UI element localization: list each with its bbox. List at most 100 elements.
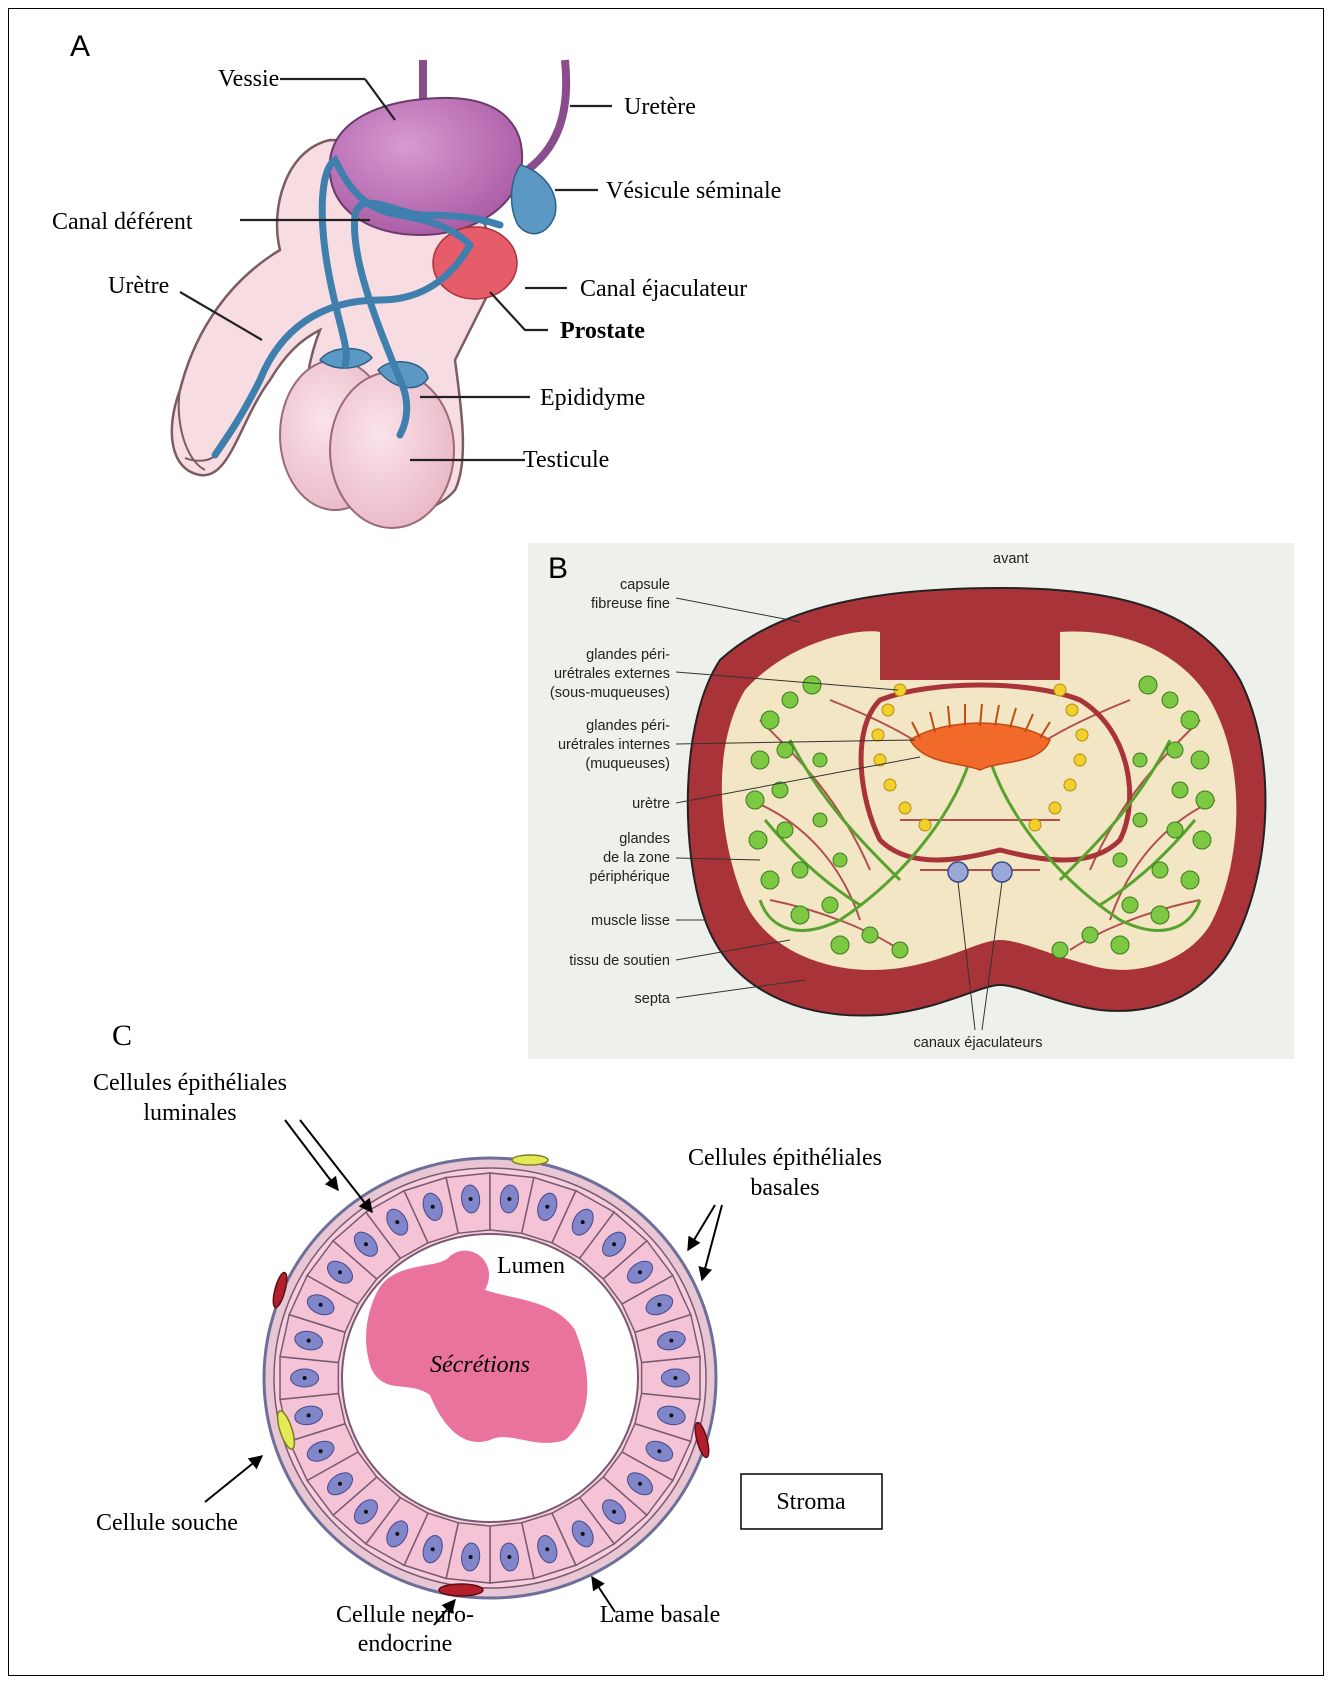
arrow-stem-cell — [205, 1456, 262, 1502]
leader-prostate — [490, 292, 548, 330]
nucleolus — [469, 1555, 473, 1559]
nucleolus — [545, 1205, 549, 1209]
nucleolus — [612, 1242, 616, 1246]
acinus — [749, 831, 767, 849]
label-avant: avant — [993, 551, 1028, 567]
label-lame-basale: Lame basale — [600, 1602, 721, 1628]
nucleolus — [303, 1376, 307, 1380]
nucleolus — [545, 1547, 549, 1551]
label-basal-1: Cellules épithéliales — [688, 1145, 882, 1171]
prostate-shape — [433, 227, 517, 299]
label-uretre: Urètre — [108, 273, 169, 299]
panel-a-male-anatomy: A — [52, 30, 781, 528]
acinus — [892, 942, 908, 958]
nucleolus — [364, 1510, 368, 1514]
arrow-basal-2 — [702, 1205, 722, 1280]
acinus — [833, 853, 847, 867]
acinus — [1151, 906, 1169, 924]
yellow-acinus — [882, 704, 894, 716]
yellow-acinus — [884, 779, 896, 791]
yellow-acinus — [1029, 819, 1041, 831]
label-ext-glands-3: (sous-muqueuses) — [550, 685, 670, 701]
yellow-acinus — [1064, 779, 1076, 791]
acinus — [1122, 897, 1138, 913]
nucleolus — [507, 1555, 511, 1559]
acinus — [1167, 822, 1183, 838]
yellow-acinus — [1076, 729, 1088, 741]
acinus — [1196, 791, 1214, 809]
acinus — [1139, 676, 1157, 694]
label-secretions: Sécrétions — [430, 1352, 530, 1378]
label-neuro-2: endocrine — [358, 1631, 453, 1657]
acinus — [1167, 742, 1183, 758]
label-testicule: Testicule — [523, 447, 609, 473]
label-basal-2: basales — [750, 1175, 819, 1201]
yellow-acinus — [919, 819, 931, 831]
nucleolus — [319, 1449, 323, 1453]
nucleolus — [319, 1303, 323, 1307]
yellow-acinus — [1074, 754, 1086, 766]
label-uretre-b: urètre — [632, 796, 670, 812]
nucleolus — [395, 1532, 399, 1536]
nucleolus — [469, 1197, 473, 1201]
nucleolus — [657, 1449, 661, 1453]
acinus — [1181, 871, 1199, 889]
panel-c-letter: C — [112, 1019, 132, 1052]
label-epididyme: Epididyme — [540, 385, 645, 411]
panel-a-letter: A — [70, 30, 90, 63]
acinus — [1111, 936, 1129, 954]
label-vessie: Vessie — [218, 66, 279, 92]
testis-right-shape — [330, 372, 454, 528]
label-muscle-lisse: muscle lisse — [591, 913, 670, 929]
acinus — [813, 813, 827, 827]
label-septa: septa — [635, 991, 671, 1007]
label-canal-deferent: Canal déférent — [52, 209, 193, 235]
nucleolus — [638, 1482, 642, 1486]
acinus — [822, 897, 838, 913]
acinus — [1162, 692, 1178, 708]
label-vesicule-seminale: Vésicule séminale — [606, 178, 781, 204]
label-luminal-1: Cellules épithéliales — [93, 1070, 287, 1096]
label-capsule-2: fibreuse fine — [591, 596, 670, 612]
acinus — [751, 751, 769, 769]
label-int-glands-3: (muqueuses) — [585, 756, 670, 772]
seminal-vesicle-shape — [512, 165, 556, 234]
acinus — [1133, 753, 1147, 767]
label-uretere: Uretère — [624, 94, 696, 120]
acinus — [777, 742, 793, 758]
acinus — [761, 711, 779, 729]
label-cellule-souche: Cellule souche — [96, 1510, 238, 1536]
nucleolus — [395, 1220, 399, 1224]
acinus — [813, 753, 827, 767]
label-capsule-1: capsule — [620, 577, 670, 593]
label-prostate: Prostate — [560, 318, 645, 344]
ejaculatory-duct-left — [948, 862, 968, 882]
arrow-luminal-1 — [285, 1120, 338, 1190]
nucleolus — [507, 1197, 511, 1201]
acinus — [862, 927, 878, 943]
acinus — [1181, 711, 1199, 729]
yellow-acinus — [899, 802, 911, 814]
label-luminal-2: luminales — [143, 1100, 236, 1126]
label-canaux-ejaculateurs: canaux éjaculateurs — [914, 1035, 1043, 1051]
label-ext-glands-2: urétrales externes — [554, 666, 670, 682]
acinus — [792, 862, 808, 878]
label-peripheral-3: périphérique — [589, 869, 670, 885]
acinus — [746, 791, 764, 809]
acinus — [761, 871, 779, 889]
panel-b-prostate-section: B — [528, 543, 1294, 1059]
label-stroma: Stroma — [776, 1489, 846, 1515]
acinus — [1133, 813, 1147, 827]
testes — [280, 360, 454, 528]
acinus — [1172, 782, 1188, 798]
nucleolus — [431, 1205, 435, 1209]
label-tissu-soutien: tissu de soutien — [569, 953, 670, 969]
nucleolus — [307, 1339, 311, 1343]
neuroendocrine-cell — [439, 1584, 483, 1596]
acinus — [831, 936, 849, 954]
acinus — [1191, 751, 1209, 769]
nucleolus — [638, 1270, 642, 1274]
acinus — [782, 692, 798, 708]
ejaculatory-duct-right — [992, 862, 1012, 882]
